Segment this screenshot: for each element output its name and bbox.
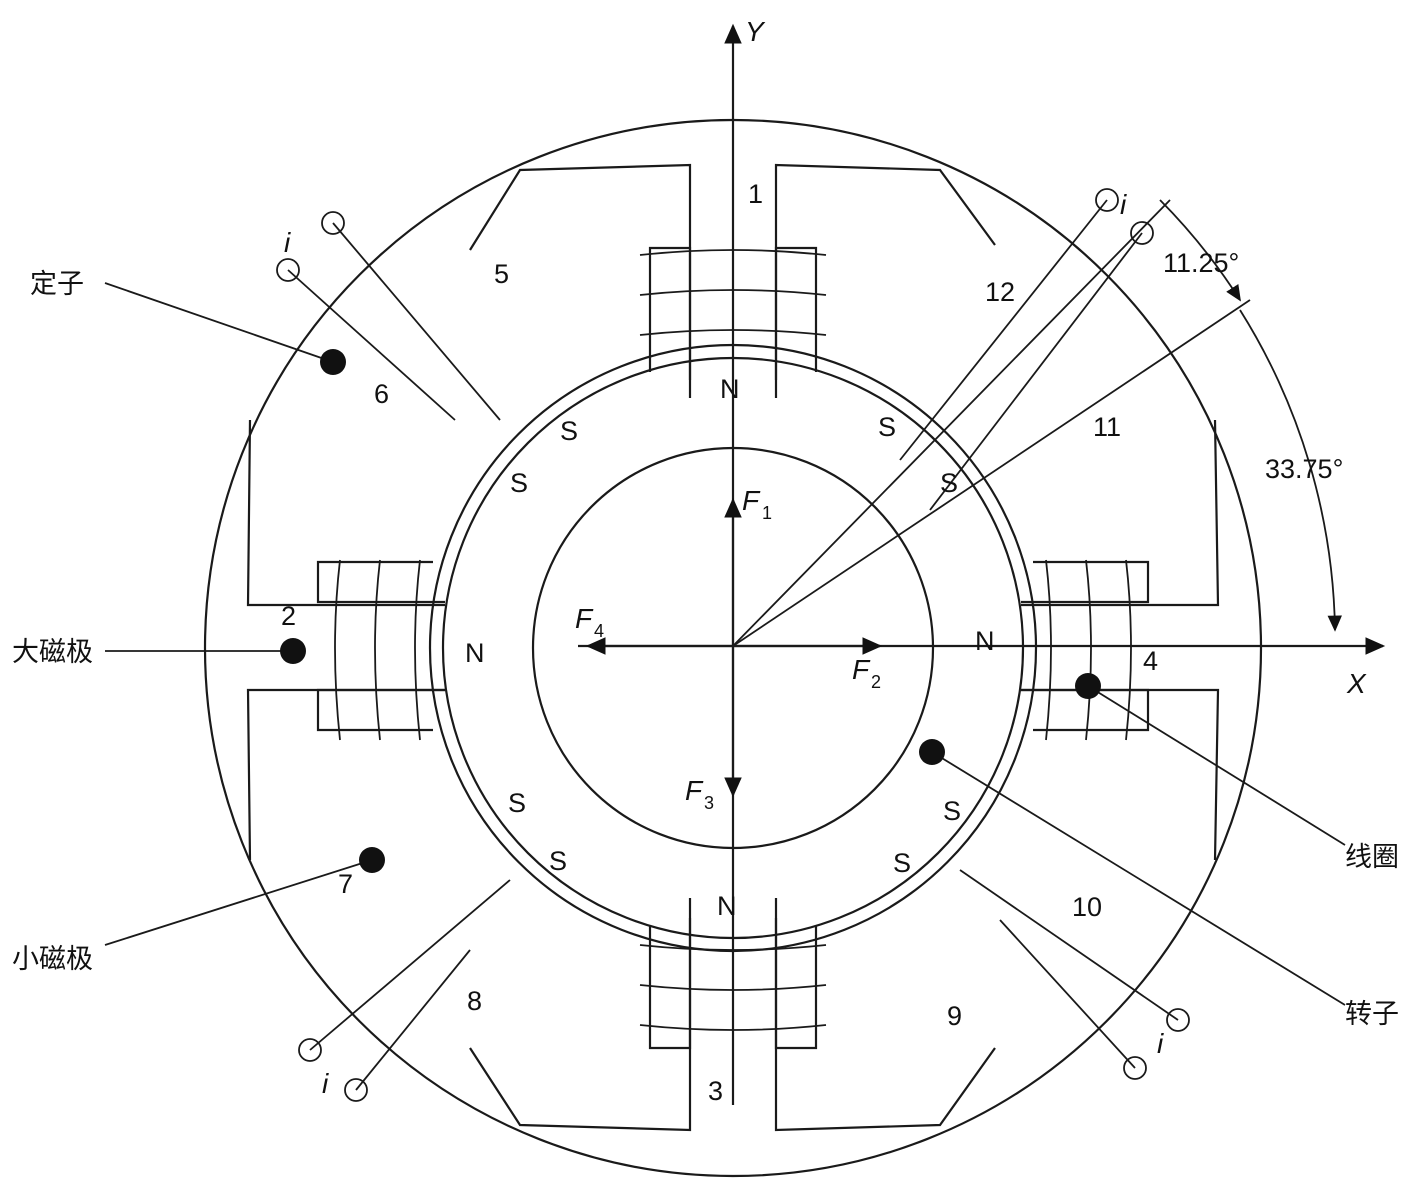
stator-dot <box>320 349 346 375</box>
stator-slot-bottom <box>469 898 996 1132</box>
polarity-s-4: S <box>940 468 958 498</box>
angle-ray-small <box>732 199 1171 647</box>
force-f1-label: F 1 <box>742 485 772 523</box>
pole-number-7: 7 <box>338 869 353 899</box>
pole-number-2: 2 <box>281 601 296 631</box>
svg-text:3: 3 <box>704 793 714 813</box>
pole-number-1: 1 <box>748 179 763 209</box>
coil-leader <box>1087 685 1346 846</box>
current-label-3: i <box>322 1068 329 1099</box>
polarity-s-3: S <box>510 468 528 498</box>
svg-text:F: F <box>852 654 871 685</box>
y-axis-label: Y <box>745 16 766 47</box>
pole-number-12: 12 <box>985 277 1015 307</box>
current-terminals <box>276 188 1190 1102</box>
angle-arc-large <box>1239 309 1342 632</box>
polarity-s-1: S <box>560 416 578 446</box>
force-f3-label: F 3 <box>685 775 714 813</box>
polarity-s-6: S <box>943 796 961 826</box>
pole-number-11: 11 <box>1093 412 1121 442</box>
polarity-n-left: N <box>465 638 485 668</box>
pole-number-8: 8 <box>467 986 482 1016</box>
small-pole-dot <box>359 847 385 873</box>
coil-top <box>639 249 827 336</box>
polarity-s-7: S <box>549 846 567 876</box>
rotor-label: 转子 <box>1345 999 1399 1030</box>
large-pole-label: 大磁极 <box>12 637 93 668</box>
coil-left <box>334 559 421 741</box>
stator-label: 定子 <box>30 269 84 300</box>
pole-number-9: 9 <box>947 1001 962 1031</box>
current-label-2: i <box>1120 189 1127 220</box>
svg-text:4: 4 <box>594 621 604 641</box>
force-f4-label: F 4 <box>575 603 604 641</box>
pole-number-10: 10 <box>1072 892 1102 922</box>
small-pole-label: 小磁极 <box>12 944 93 975</box>
polarity-s-8: S <box>893 848 911 878</box>
angle-arc-small <box>1159 199 1241 302</box>
polarity-n-right: N <box>975 626 995 656</box>
x-axis-label: X <box>1346 668 1367 699</box>
polarity-s-2: S <box>878 412 896 442</box>
polarity-s-5: S <box>508 788 526 818</box>
svg-text:1: 1 <box>762 503 772 523</box>
stator-leader <box>104 282 334 363</box>
angle-ray-large <box>732 299 1251 647</box>
force-f2-label: F 2 <box>852 654 881 692</box>
rotor-dot <box>919 739 945 765</box>
angle-label-small: 11.25° <box>1163 248 1239 278</box>
coil-label: 线圈 <box>1345 842 1399 873</box>
current-label-1: i <box>284 227 291 258</box>
svg-text:2: 2 <box>871 672 881 692</box>
stator-slot-left <box>246 419 445 861</box>
rotor-leader <box>931 751 1346 1006</box>
polarity-n-bottom: N <box>717 891 737 921</box>
pole-number-6: 6 <box>374 379 389 409</box>
coil-right <box>1045 559 1132 741</box>
coil-dot <box>1075 673 1101 699</box>
polarity-n-top: N <box>720 374 740 404</box>
svg-text:F: F <box>685 775 704 806</box>
coil-bottom <box>639 944 827 1031</box>
pole-number-5: 5 <box>494 259 509 289</box>
stator-slot-top <box>469 163 996 398</box>
small-pole-leader <box>104 859 373 946</box>
svg-text:F: F <box>575 603 594 634</box>
large-pole-dot <box>280 638 306 664</box>
angle-label-large: 33.75° <box>1265 454 1343 484</box>
current-label-4: i <box>1157 1028 1164 1059</box>
svg-text:F: F <box>742 485 761 516</box>
pole-number-3: 3 <box>708 1076 723 1106</box>
pole-number-4: 4 <box>1143 646 1158 676</box>
